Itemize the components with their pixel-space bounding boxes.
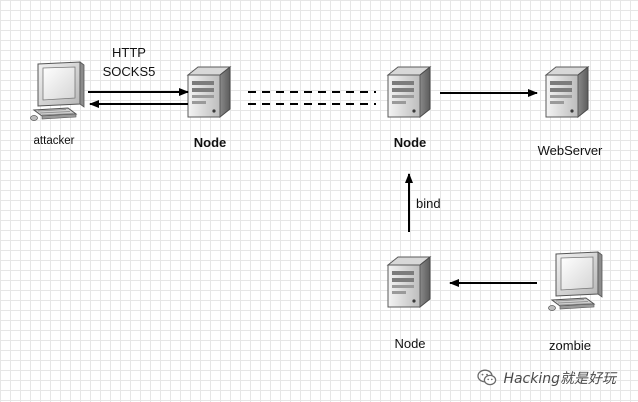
node1-server-icon [187,66,231,118]
webserver-server-icon [545,66,589,118]
wechat-icon [477,369,497,386]
protocol-label-socks5: SOCKS5 [102,64,156,79]
node1-label: Node [193,135,227,150]
watermark-text: Hacking就是好玩 [503,371,616,387]
zombie-workstation-icon [548,251,603,311]
bind-label: bind [416,196,441,211]
webserver-label: WebServer [537,143,603,158]
node3-label: Node [394,336,426,351]
protocol-label-http: HTTP [112,45,146,60]
node3-server-icon [387,256,431,308]
attacker-label: attacker [33,135,75,147]
zombie-label: zombie [549,338,591,353]
watermark: Hacking就是好玩 [477,368,616,388]
node2-server-icon [387,66,431,118]
protocol-label: HTTP SOCKS5 [100,43,158,81]
attacker-workstation-icon [30,61,85,121]
node2-label: Node [393,135,427,150]
